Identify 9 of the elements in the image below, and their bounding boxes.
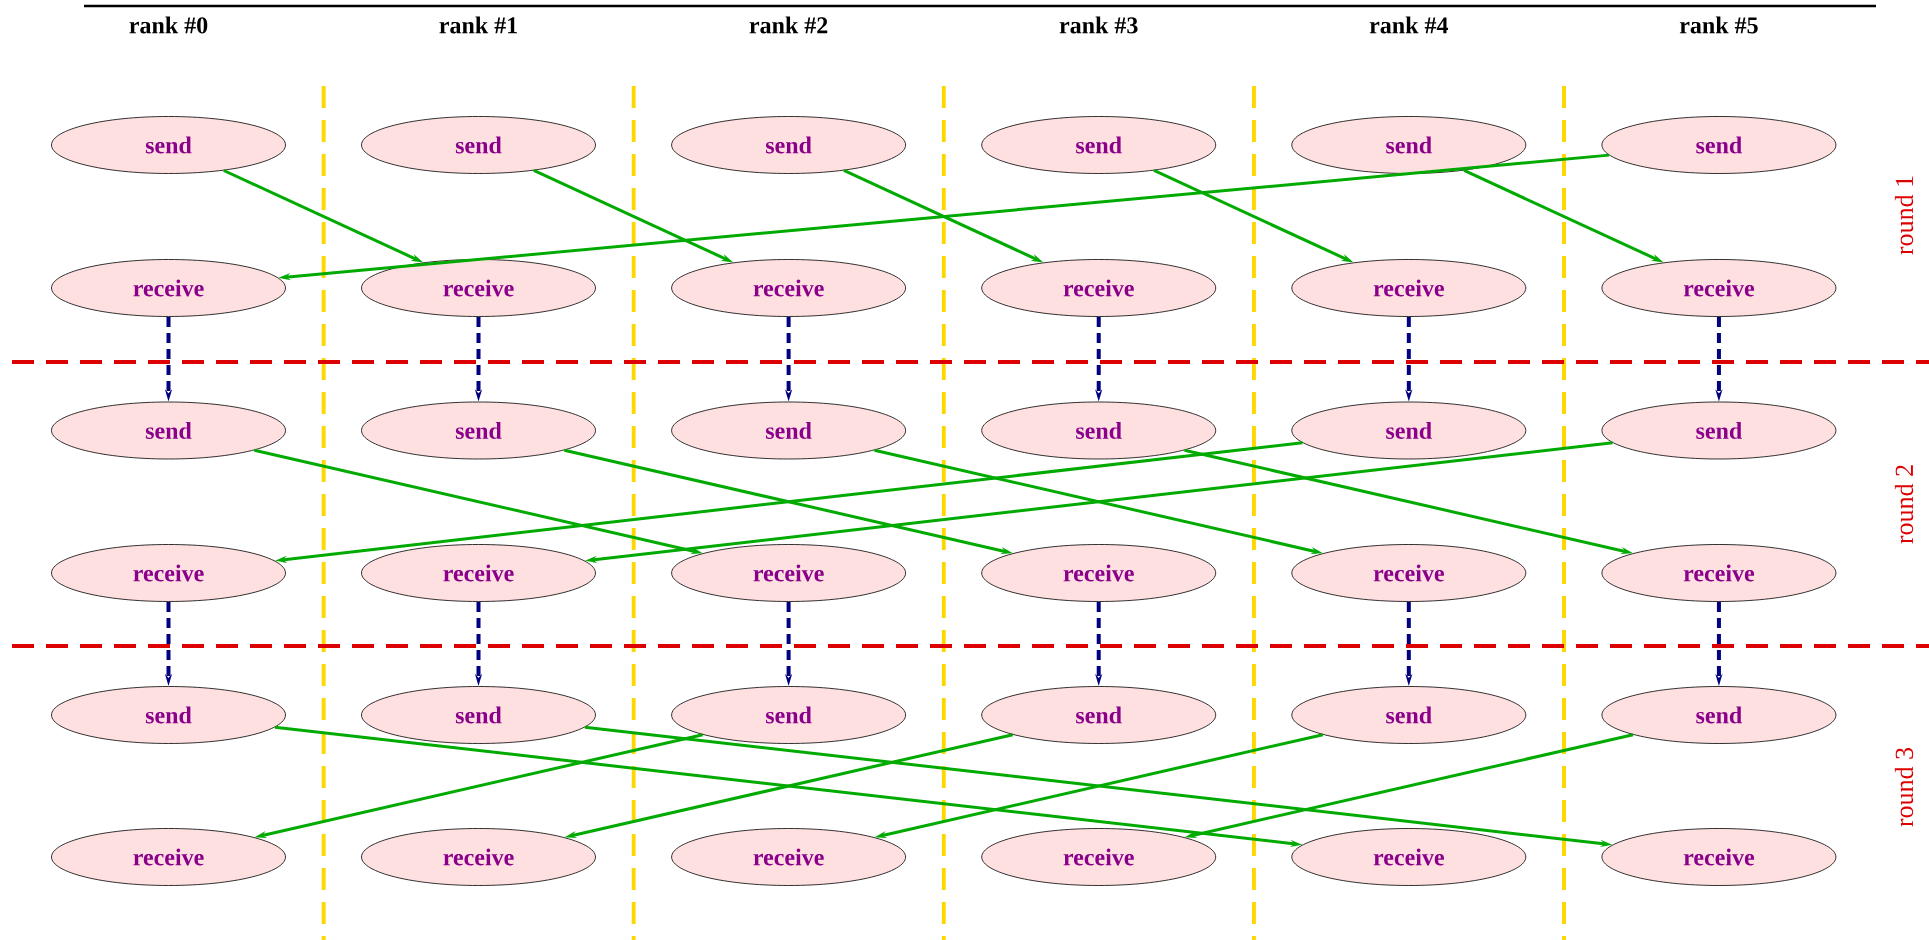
column-heading: rank #4 <box>1369 16 1449 34</box>
column-heading: rank #2 <box>749 16 828 34</box>
column-heading: rank #1 <box>439 16 517 34</box>
round-label: round 1 <box>1894 176 1914 255</box>
column-heading: rank #3 <box>1059 16 1138 34</box>
round-label: round 3 <box>1894 747 1914 827</box>
column-heading: rank #5 <box>1679 16 1758 34</box>
column-heading: rank #0 <box>129 16 208 34</box>
round-label: round 2 <box>1894 465 1914 544</box>
